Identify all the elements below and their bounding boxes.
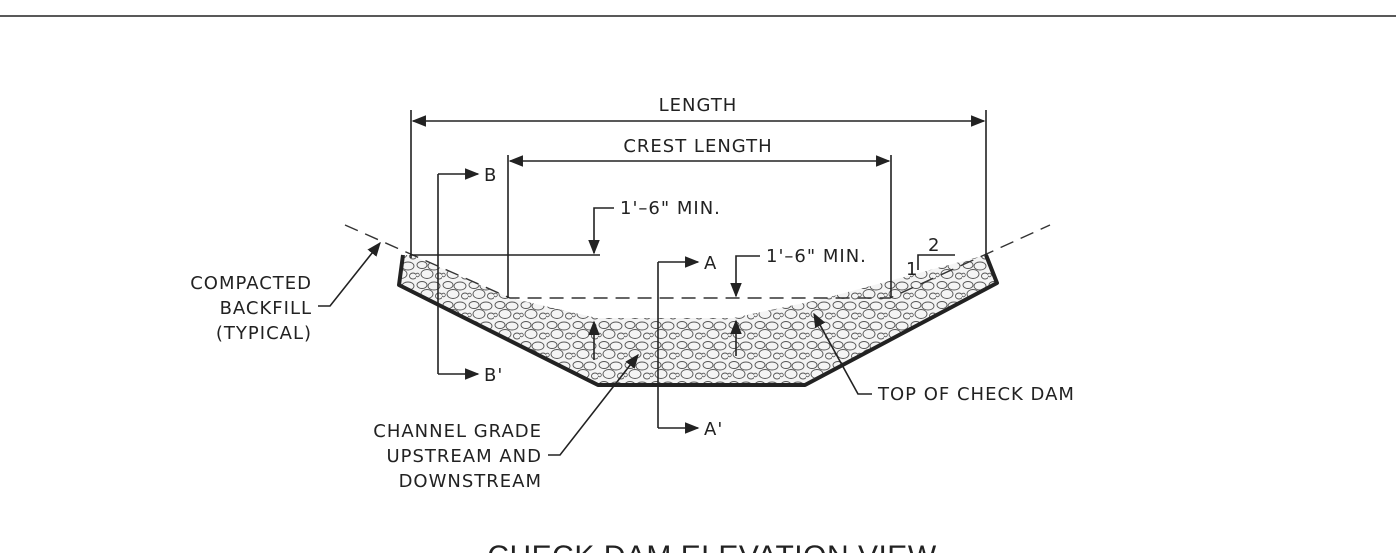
crest-length-label: CREST LENGTH: [623, 136, 772, 157]
depth-left-label: 1'–6" MIN.: [620, 198, 721, 219]
depth-left-leader: [588, 207, 614, 255]
section-a-bottom-label: A': [704, 419, 723, 440]
slope-indicator: [917, 254, 955, 270]
slope-rise: 1: [906, 259, 918, 280]
section-b-top-label: B: [484, 165, 497, 186]
depth-right-leader: [730, 255, 760, 298]
channel-grade-line2: UPSTREAM AND: [386, 446, 542, 467]
top-of-dam-leader: [813, 312, 872, 395]
backfill-callout-line1: COMPACTED: [190, 273, 312, 294]
length-label: LENGTH: [659, 95, 738, 116]
channel-grade-line: [344, 224, 1051, 299]
backfill-callout-line3: (TYPICAL): [216, 323, 312, 344]
channel-grade-leader: [548, 353, 639, 456]
check-dam-outline: [397, 254, 999, 387]
check-dam-rock-fill: [399, 255, 997, 385]
channel-grade-line1: CHANNEL GRADE: [373, 421, 542, 442]
channel-grade-line3: DOWNSTREAM: [399, 471, 542, 492]
backfill-leader: [318, 241, 381, 307]
slope-run: 2: [928, 235, 940, 256]
section-a-top-label: A: [704, 253, 717, 274]
section-b-bottom-label: B': [484, 365, 503, 386]
backfill-callout-line2: BACKFILL: [220, 298, 312, 319]
depth-right-label: 1'–6" MIN.: [766, 246, 867, 267]
top-of-dam-label: TOP OF CHECK DAM: [877, 384, 1075, 405]
drawing-title: CHECK DAM ELEVATION VIEW: [487, 540, 936, 553]
